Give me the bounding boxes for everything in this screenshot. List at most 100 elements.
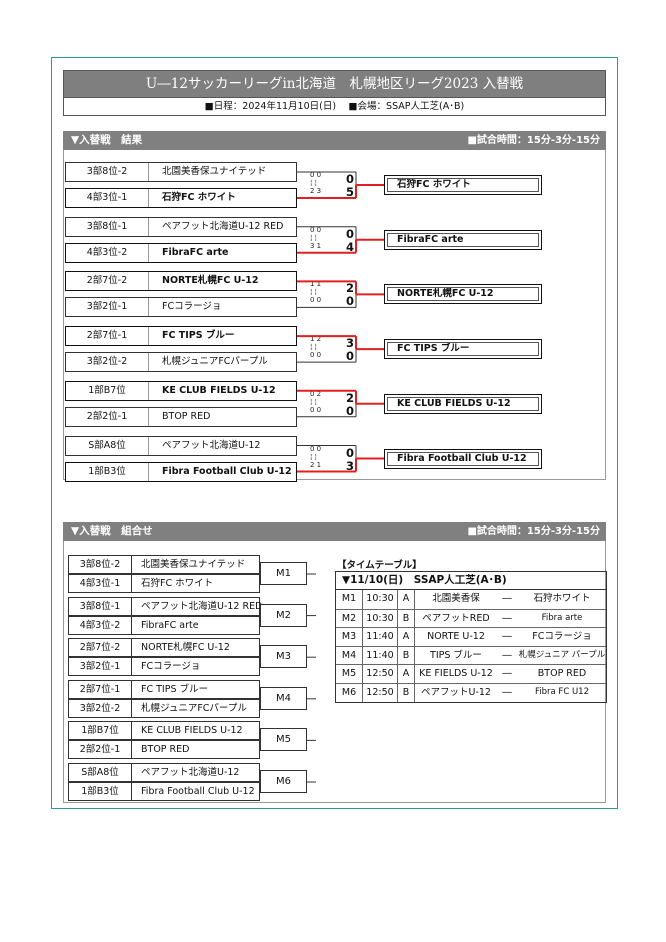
combo-section-label: ▼入替戦 組合せ — [71, 525, 153, 537]
timetable-match: M2 — [336, 609, 363, 628]
team-seed: 3部8位-2 — [86, 166, 128, 177]
team-name: 石狩FC ホワイト — [141, 578, 214, 589]
team-seed: 3部2位-1 — [86, 301, 128, 313]
team-name: Fibra Football Club U-12 — [162, 465, 292, 477]
pk-separator: ¦ ¦ — [310, 179, 317, 187]
result-team-top: S部A8位ペアフット北海道U-12 — [65, 435, 297, 456]
timetable-court: A — [398, 628, 415, 646]
team-seed: 4部3位-1 — [79, 578, 121, 589]
team-seed: 1部B7位 — [81, 725, 119, 737]
score-top: 0 — [345, 226, 354, 241]
team-name: 北園美香保ユナイテッド — [141, 559, 246, 570]
match-id-box: M5 — [260, 728, 307, 752]
pk-score-top: 0 0 — [310, 444, 322, 453]
pk-score-top: 0 0 — [310, 171, 322, 179]
team-seed: 3部2位-2 — [86, 356, 128, 368]
score-top: 3 — [345, 336, 354, 351]
winner-box: 石狩FC ホワイト — [384, 175, 542, 195]
timetable-away: Fibra arte — [541, 612, 583, 623]
timetable-dash: ― — [502, 631, 512, 643]
combo-section-header: ▼入替戦 組合せ ■試合時間：15分-3分-15分 — [63, 522, 606, 541]
timetable-dash: ― — [502, 612, 512, 624]
timetable-match: M6 — [336, 683, 363, 702]
team-name: FCコラージョ — [141, 661, 201, 673]
winner-box: KE CLUB FIELDS U-12 — [384, 393, 542, 414]
winner-box: NORTE札幌FC U-12 — [384, 284, 542, 305]
pk-separator: ¦ ¦ — [310, 397, 317, 406]
timetable-away: Fibra FC U12 — [535, 686, 589, 697]
winner-box: FibraFC arte — [384, 229, 542, 250]
team-name: FC TIPS ブルー — [162, 330, 235, 342]
team-seed: 1部B7位 — [88, 384, 126, 396]
combo-team-bottom: 3部2位-1 FCコラージョ — [68, 657, 260, 677]
timetable-court: A — [398, 665, 415, 683]
timetable-label: 【タイムテーブル】 — [337, 560, 422, 571]
team-name: BTOP RED — [141, 744, 190, 756]
team-name: NORTE札幌FC U-12 — [141, 642, 230, 654]
result-team-bottom: 3部2位-1 FCコラージョ — [65, 297, 297, 318]
timetable-away: FCコラージョ — [532, 631, 592, 643]
team-name: FibraFC arte — [141, 619, 199, 631]
timetable-away: 札幌ジュニア パープル — [518, 649, 606, 660]
timetable-match: M5 — [336, 665, 363, 683]
pk-separator: ¦ ¦ — [310, 288, 317, 297]
team-name: KE CLUB FIELDS U-12 — [141, 725, 243, 737]
team-name: Fibra Football Club U-12 — [141, 786, 255, 797]
timetable-home: TIPS ブルー — [430, 649, 482, 661]
score-bottom: 5 — [345, 185, 354, 199]
timetable-court: B — [398, 646, 415, 665]
team-name: FC TIPS ブルー — [141, 683, 209, 695]
timetable-match: M3 — [336, 628, 363, 646]
pk-score-bottom: 0 0 — [310, 405, 322, 414]
score-bottom: 4 — [345, 239, 354, 254]
combo-team-top: 3部8位-2 北園美香保ユナイテッド — [68, 555, 260, 574]
timetable-dash: ― — [502, 649, 512, 661]
match-id-box: M3 — [260, 645, 307, 669]
timetable-match: M1 — [336, 590, 363, 609]
match-id-box: M4 — [260, 686, 307, 710]
results-section-label: ▼入替戦 結果 — [71, 134, 143, 146]
score-bottom: 3 — [345, 458, 354, 473]
pk-separator: ¦ ¦ — [310, 233, 317, 242]
timetable-time: 10:30 — [363, 609, 398, 628]
results-panel — [63, 150, 606, 480]
team-name: 札幌ジュニアFCパープル — [141, 702, 247, 714]
result-team-top: 1部B7位 KE CLUB FIELDS U-12 — [65, 380, 297, 401]
team-seed: 3部2位-1 — [79, 661, 121, 673]
team-name: ペアフット北海道U-12 RED — [162, 220, 284, 232]
timetable-time: 12:50 — [363, 683, 398, 702]
team-name: KE CLUB FIELDS U-12 — [162, 384, 276, 396]
team-name: 石狩FC ホワイト — [162, 192, 236, 203]
results-section-header: ▼入替戦 結果 ■試合時間：15分-3分-15分 — [63, 131, 606, 150]
timetable-time: 11:40 — [363, 628, 398, 646]
team-name: FCコラージョ — [162, 301, 222, 313]
timetable-court: B — [398, 609, 415, 628]
combo-team-top: 1部B7位 KE CLUB FIELDS U-12 — [68, 721, 260, 741]
timetable-away: 石狩ホワイト — [533, 593, 591, 604]
match-id-box: M1 — [260, 562, 307, 585]
team-seed: 3部8位-2 — [79, 559, 121, 570]
team-seed: 3部8位-1 — [79, 600, 121, 612]
team-name: NORTE札幌FC U-12 — [162, 275, 259, 287]
match-id-box: M2 — [260, 603, 307, 627]
timetable-dash: ― — [502, 593, 512, 604]
score-top: 0 — [345, 445, 354, 460]
team-name: BTOP RED — [162, 410, 211, 422]
pk-score-bottom: 2 1 — [310, 460, 322, 469]
timetable-match: M4 — [336, 646, 363, 665]
results-match-time: ■試合時間：15分-3分-15分 — [467, 135, 600, 146]
page-frame — [51, 57, 618, 809]
